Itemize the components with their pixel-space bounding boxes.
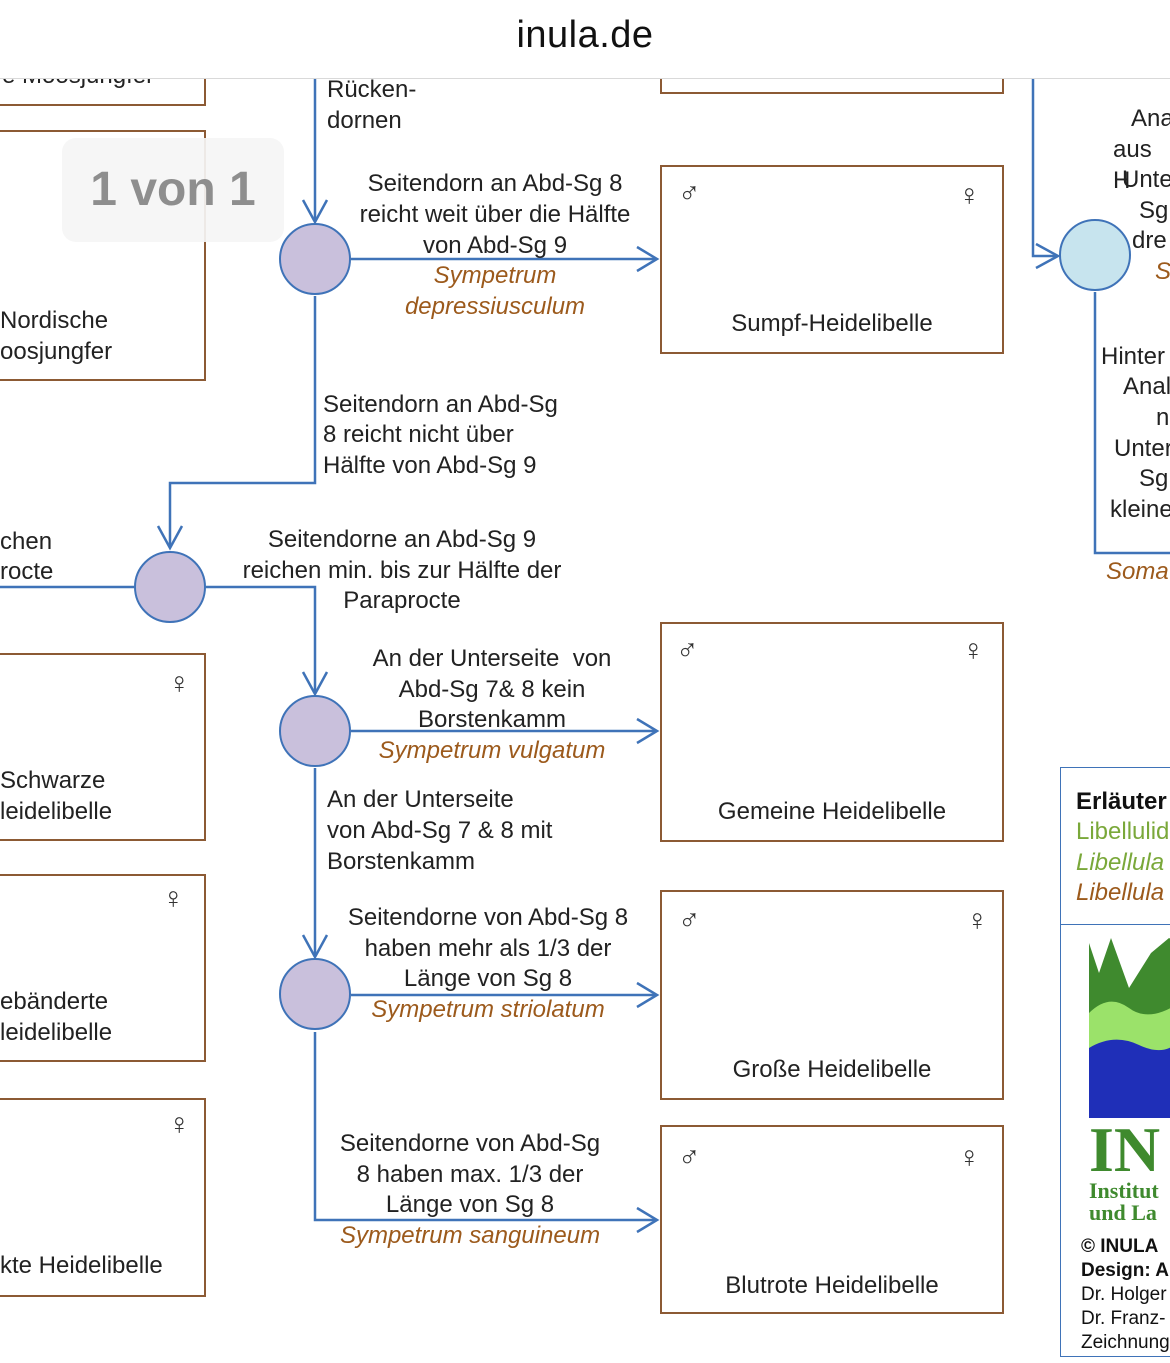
criterion-depressiusculum-3: von Abd-Sg 9	[422, 232, 568, 259]
schwarze-line2: leidelibelle	[0, 798, 113, 825]
gemeine-label: Gemeine Heidelibelle	[717, 798, 947, 825]
criterion-striolatum-3: Länge von Sg 8	[403, 965, 573, 992]
right-top-4: Sg	[1139, 197, 1169, 224]
criterion-not-half-1: Seitendorn an Abd-Sg	[323, 391, 558, 418]
criterion-paraprocte-3: Paraprocte	[343, 587, 461, 614]
rocte-line2: rocte	[0, 558, 54, 585]
criterion-borstenkamm-2: von Abd-Sg 7 & 8 mit	[327, 817, 553, 844]
criterion-borstenkamm-1: An der Unterseite	[327, 786, 514, 813]
criterion-borstenkamm-3: Borstenkamm	[327, 848, 476, 875]
male-symbol: ♂	[678, 904, 701, 937]
logo-text-in: IN	[1089, 1114, 1161, 1185]
female-symbol: ♀	[958, 1141, 981, 1174]
criterion-depressiusculum-2: reicht weit über die Hälfte	[359, 201, 631, 228]
box-gefleckte-heidelibelle: ♀ kte Heidelibelle	[0, 1098, 206, 1297]
legend-divider	[1061, 924, 1170, 925]
page-indicator-label: 1 von 1	[90, 163, 256, 216]
male-symbol: ♂	[678, 177, 701, 210]
logo-text-institut: Institut	[1089, 1178, 1159, 1203]
gefleckte-label: kte Heidelibelle	[0, 1252, 163, 1279]
right-bottom-4: Unter	[1114, 435, 1170, 462]
blutrote-label: Blutrote Heidelibelle	[725, 1272, 939, 1299]
right-bottom-6: kleine	[1110, 496, 1170, 523]
sci-name-sanguineum: Sympetrum sanguineum	[339, 1222, 601, 1249]
copyright-text: © INULA	[1081, 1236, 1159, 1257]
right-bottom-3: n	[1156, 404, 1170, 431]
franz-text: Dr. Franz-	[1081, 1308, 1166, 1329]
criterion-ruecken-1: Rücken-	[327, 76, 417, 103]
page-indicator: 1 von 1	[62, 138, 284, 242]
right-top-3: Unte	[1122, 166, 1170, 193]
decision-node-1	[279, 223, 351, 295]
design-text: Design: A	[1081, 1260, 1169, 1281]
right-top-5: dre	[1132, 227, 1167, 254]
decision-node-right	[1059, 219, 1131, 291]
criterion-sanguineum-3: Länge von Sg 8	[385, 1191, 555, 1218]
sci-name-striolatum: Sympetrum striolatum	[371, 996, 605, 1023]
holger-text: Dr. Holger	[1081, 1284, 1167, 1305]
criterion-striolatum-2: haben mehr als 1/3 der	[364, 935, 612, 962]
criterion-sanguineum-1: Seitendorne von Abd-Sg	[339, 1130, 601, 1157]
nordische-line2: oosjungfer	[0, 338, 113, 365]
female-symbol: ♀	[168, 667, 191, 700]
legend-panel: Erläuter Libellulid Libellula Libellula …	[1060, 767, 1170, 1357]
criterion-ruecken-2: dornen	[327, 107, 402, 134]
male-symbol: ♂	[678, 1141, 701, 1174]
gebaenderte-line2: leidelibelle	[0, 1019, 113, 1046]
female-symbol: ♀	[966, 904, 989, 937]
right-bottom-1: Hinter	[1101, 343, 1166, 370]
sumpf-label: Sumpf-Heidelibelle	[731, 310, 933, 337]
legend-line1: Libellulid	[1076, 818, 1170, 845]
criterion-paraprocte-1: Seitendorne an Abd-Sg 9	[267, 526, 537, 553]
criterion-not-half-3: Hälfte von Abd-Sg 9	[323, 452, 537, 479]
gebaenderte-line1: ebänderte	[0, 988, 109, 1015]
decision-node-4	[279, 958, 351, 1030]
legend-line3: Libellula	[1076, 879, 1165, 906]
chen-line1: chen	[0, 528, 53, 555]
sci-name-vulgatum: Sympetrum vulgatum	[378, 737, 606, 764]
male-symbol: ♂	[676, 634, 699, 667]
sci-name-depressiusculum-1: Sympetrum	[433, 262, 557, 289]
schwarze-line1: Schwarze	[0, 767, 106, 794]
legend-title: Erläuter	[1076, 788, 1167, 815]
criterion-depressiusculum-1: Seitendorn an Abd-Sg 8	[367, 170, 623, 197]
criterion-striolatum-1: Seitendorne von Abd-Sg 8	[347, 904, 629, 931]
box-gemeine-heidelibelle: ♂ ♀ Gemeine Heidelibelle	[660, 622, 1004, 842]
right-top-2: aus H	[1113, 136, 1152, 194]
inula-logo-icon	[1089, 938, 1170, 1118]
box-grosse-heidelibelle: ♂ ♀ Große Heidelibelle	[660, 890, 1004, 1100]
grosse-label: Große Heidelibelle	[732, 1056, 932, 1083]
right-sci-s: S	[1155, 258, 1170, 285]
female-symbol: ♀	[958, 179, 981, 212]
right-soma: Soma	[1106, 558, 1169, 585]
box-sumpf-heidelibelle: ♂ ♀ Sumpf-Heidelibelle	[660, 165, 1004, 354]
criterion-sanguineum-2: 8 haben max. 1/3 der	[356, 1161, 584, 1188]
criterion-not-half-2: 8 reicht nicht über	[323, 421, 514, 448]
nordische-line1: Nordische	[0, 307, 109, 334]
legend-line2: Libellula	[1076, 849, 1165, 876]
criterion-vulgatum-2: Abd-Sg 7& 8 kein	[398, 676, 586, 703]
female-symbol: ♀	[168, 1108, 191, 1141]
decision-node-2	[134, 551, 206, 623]
logo-text-und: und La	[1089, 1200, 1157, 1225]
site-domain[interactable]: inula.de	[516, 14, 654, 56]
right-bottom-2: Anal	[1123, 373, 1170, 400]
female-symbol: ♀	[162, 882, 185, 915]
criterion-vulgatum-3: Borstenkamm	[417, 706, 567, 733]
sci-name-depressiusculum-2: depressiusculum	[404, 293, 586, 320]
zeichnung-text: Zeichnung	[1081, 1332, 1170, 1353]
criterion-paraprocte-2: reichen min. bis zur Hälfte der	[242, 557, 562, 584]
box-schwarze-heidelibelle: ♀ Schwarze leidelibelle	[0, 653, 206, 841]
right-top-1: Ana	[1131, 105, 1170, 132]
box-blutrote-heidelibelle: ♂ ♀ Blutrote Heidelibelle	[660, 1125, 1004, 1314]
female-symbol: ♀	[962, 634, 985, 667]
box-gebaenderte-heidelibelle: ♀ ebänderte leidelibelle	[0, 874, 206, 1062]
right-bottom-5: Sg	[1139, 465, 1169, 492]
decision-node-3	[279, 695, 351, 767]
criterion-vulgatum-1: An der Unterseite von	[372, 645, 612, 672]
browser-address-bar[interactable]: inula.de	[0, 0, 1170, 79]
